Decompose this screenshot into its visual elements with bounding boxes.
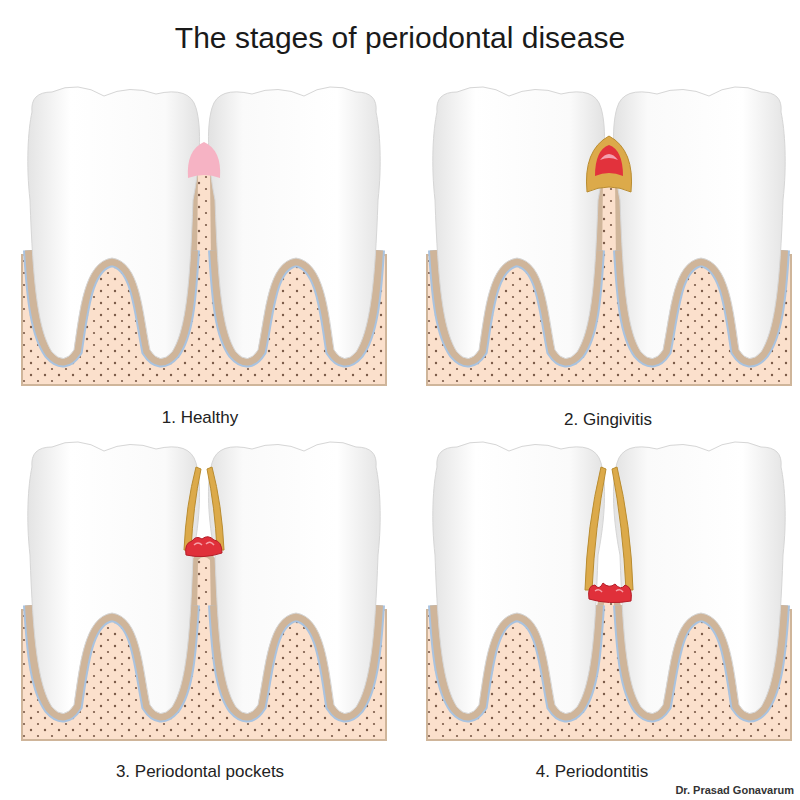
gingivitis-panel (427, 87, 791, 385)
inflamed-tissue (589, 583, 632, 603)
stage-label: 4. Periodontitis (536, 762, 648, 782)
inflamed-gum (586, 136, 631, 192)
stage-label: 3. Periodontal pockets (116, 762, 284, 782)
healthy-panel (22, 87, 386, 385)
inflamed-tissue (186, 537, 222, 557)
stage-label: 1. Healthy (162, 408, 239, 428)
periodontitis-panel (427, 442, 791, 740)
pocket-wall (585, 467, 606, 590)
pocket-wall (612, 467, 633, 590)
watermark: Dr. Prasad Gonavarum (675, 784, 794, 797)
stage-label: 2. Gingivitis (564, 410, 652, 430)
diagram-title: The stages of periodontal disease (175, 20, 625, 56)
healthy-gum (188, 142, 220, 178)
pockets-panel (22, 442, 386, 740)
